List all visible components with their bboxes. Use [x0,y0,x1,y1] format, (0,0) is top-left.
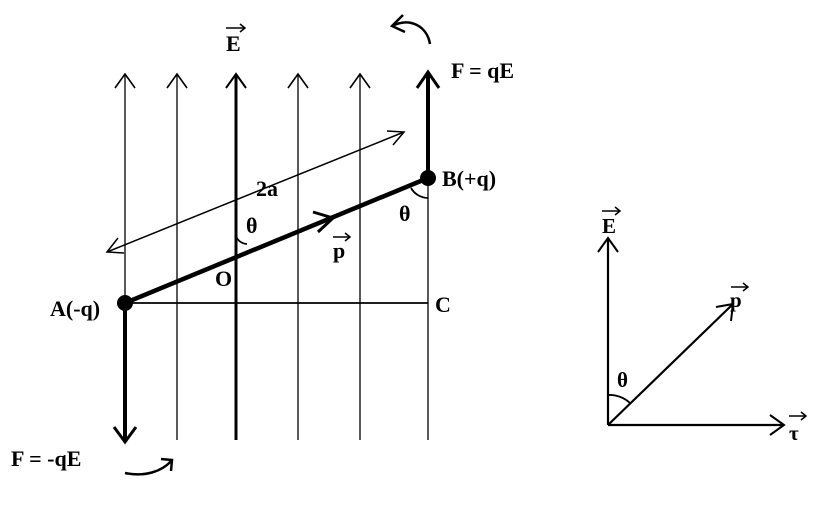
theta-b-label: θ [399,201,410,226]
force-arrow-bottom [112,303,138,445]
vector-theta-label: θ [617,368,628,392]
field-lines [114,72,429,440]
vector-e-arrowhead [597,236,619,253]
vector-tau-arrowhead [769,414,786,436]
point-c-label: C [435,292,451,317]
dipole-axis-arrowhead [312,210,336,234]
length-label: 2a [256,176,278,201]
angle-arc-o [235,235,248,245]
rotation-arrow-bottom [124,457,174,476]
vector-p-label-arrow [731,282,750,292]
field-arrowhead-5 [349,72,371,89]
charge-a [117,295,133,311]
vector-p-arrowhead [715,302,735,322]
charge-b [420,170,436,186]
field-arrowhead-4 [287,72,309,89]
field-e-vector-arrow [226,23,247,33]
vector-tau-label: τ [789,421,799,445]
vector-p-label: p [730,288,742,312]
dipole-axis [124,175,429,306]
theta-o-label: θ [246,213,257,238]
vector-tau-label-arrow [789,411,808,421]
point-o-label: O [215,266,232,291]
angle-arc-b [410,187,429,199]
field-arrowhead-1 [114,72,136,89]
vector-e-label-arrow [602,206,622,216]
vector-e-label: E [602,214,616,238]
force-top-label: F = qE [451,58,514,83]
field-e-label: E [226,31,241,56]
force-bottom-label: F = -qE [11,446,81,471]
rotation-arrow-top [389,14,432,45]
point-b-label: B(+q) [442,166,496,191]
dipole-p-label: p [333,238,345,263]
dipole-p-vector-arrow [333,232,352,242]
force-arrow-top [415,69,441,178]
field-arrowhead-2 [166,72,188,89]
vector-p-arrow [607,303,734,426]
vector-theta-arc [607,394,632,405]
length-marker [105,130,406,254]
point-a-label: A(-q) [50,296,100,321]
central-field-arrowhead [225,72,247,89]
vector-diagram [597,236,786,436]
